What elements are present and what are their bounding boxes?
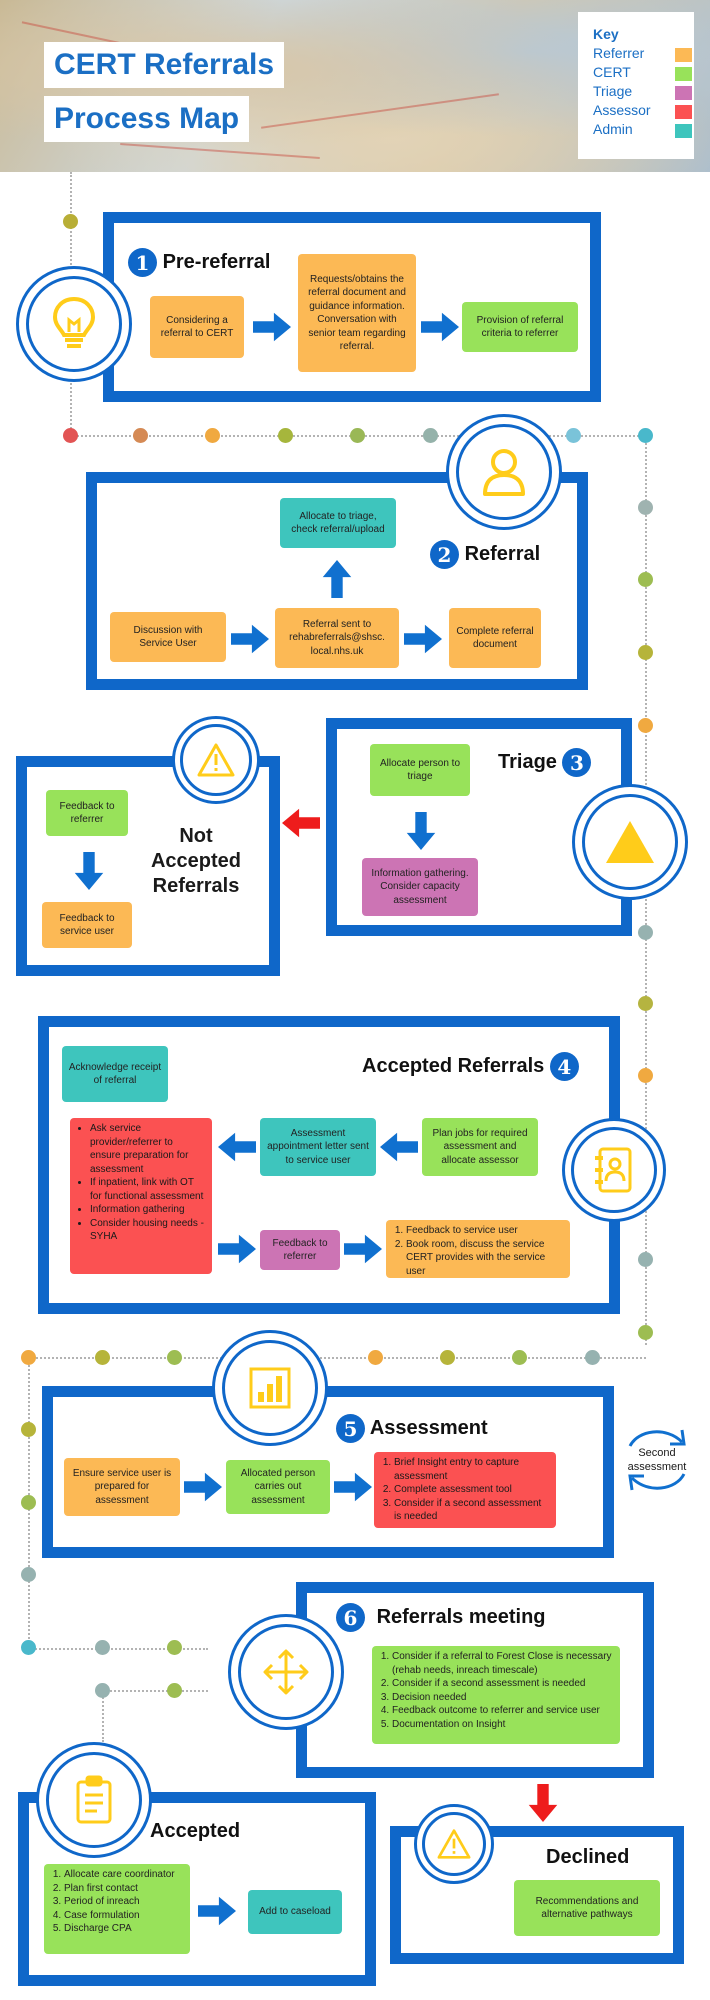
allocated-person-box: Allocated person carries out assessment xyxy=(226,1460,330,1514)
key-item-triage: Triage xyxy=(593,83,694,102)
arrow-right-icon xyxy=(184,1472,222,1502)
declined-icon-circle xyxy=(414,1804,494,1884)
accepted-title: Accepted xyxy=(150,1820,241,1842)
bar-chart-icon xyxy=(249,1367,291,1409)
person-icon xyxy=(483,449,525,496)
triage-title: Triage 3 xyxy=(498,748,592,777)
key-swatch-assessor xyxy=(675,105,692,119)
accepted-referrals-title: Accepted Referrals 4 xyxy=(362,1052,579,1081)
triage-icon xyxy=(606,821,654,863)
referral-title: 2 Referral xyxy=(430,540,540,569)
assessor-tasks-box: Ask service provider/referrer to ensure … xyxy=(70,1118,212,1274)
arrow-down-icon xyxy=(528,1784,558,1822)
arrow-left-icon xyxy=(218,1132,256,1162)
second-assessment-label: Second assessment xyxy=(627,1447,687,1473)
key-swatch-referrer xyxy=(675,48,692,62)
assessment-title: 5 Assessment xyxy=(336,1414,488,1443)
feedback-book-room-box: Feedback to service user Book room, disc… xyxy=(386,1220,570,1278)
not-accepted-icon-circle xyxy=(172,716,260,804)
complete-referral-box: Complete referral document xyxy=(449,608,541,668)
meeting-icon-circle xyxy=(228,1614,344,1730)
prereferral-icon-circle xyxy=(16,266,132,382)
key-swatch-admin xyxy=(675,124,692,138)
key-item-assessor: Assessor xyxy=(593,102,694,121)
plan-jobs-box: Plan jobs for required assessment and al… xyxy=(422,1118,538,1176)
arrow-right-icon xyxy=(253,312,291,342)
arrow-up-icon xyxy=(322,560,352,598)
feedback-referrer-box: Feedback to referrer xyxy=(46,790,128,836)
referral-icon-circle xyxy=(446,414,562,530)
arrow-right-icon xyxy=(404,624,442,654)
arrow-down-icon xyxy=(74,852,104,890)
header-map-background: CERT Referrals Process Map Key Referrer … xyxy=(0,0,710,172)
accepted-steps-box: Allocate care coordinator Plan first con… xyxy=(44,1864,190,1954)
discussion-service-user-box: Discussion with Service User xyxy=(110,612,226,662)
referral-sent-box: Referral sent to rehabreferrals@shsc. lo… xyxy=(275,608,399,668)
title-line-1: CERT Referrals xyxy=(44,42,285,88)
key-swatch-triage xyxy=(675,86,692,100)
requests-document-box: Requests/obtains the referral document a… xyxy=(298,254,416,372)
feedback-referrer-box: Feedback to referrer xyxy=(260,1230,340,1270)
not-accepted-title: Not Accepted Referrals xyxy=(150,825,242,897)
feedback-service-user-box: Feedback to service user xyxy=(42,902,132,948)
recommendations-box: Recommendations and alternative pathways xyxy=(514,1880,660,1936)
provision-criteria-box: Provision of referral criteria to referr… xyxy=(462,302,578,352)
lightbulb-icon xyxy=(52,296,96,348)
assessment-steps-box: Brief Insight entry to capture assessmen… xyxy=(374,1452,556,1528)
appointment-letter-box: Assessment appointment letter sent to se… xyxy=(260,1118,376,1176)
move-arrows-icon xyxy=(263,1649,309,1695)
title-line-2: Process Map xyxy=(44,96,250,142)
arrow-right-icon xyxy=(198,1896,236,1926)
warning-icon xyxy=(437,1829,471,1859)
declined-title: Declined xyxy=(546,1846,630,1868)
key-title: Key xyxy=(593,26,619,42)
arrow-right-icon xyxy=(421,312,459,342)
allocate-person-box: Allocate person to triage xyxy=(370,744,470,796)
meeting-steps-box: Consider if a referral to Forest Close i… xyxy=(372,1646,620,1744)
accepted-icon-circle xyxy=(36,1742,152,1858)
acknowledge-receipt-box: Acknowledge receipt of referral xyxy=(62,1046,168,1102)
address-book-icon xyxy=(595,1147,632,1193)
ensure-prepared-box: Ensure service user is prepared for asse… xyxy=(64,1458,180,1516)
prereferral-title: 1 Pre-referral xyxy=(128,248,270,277)
color-key: Key Referrer CERT Triage Assessor Admin xyxy=(578,12,694,159)
add-to-caseload-box: Add to caseload xyxy=(248,1890,342,1934)
key-item-cert: CERT xyxy=(593,64,694,83)
allocate-triage-box: Allocate to triage, check referral/uploa… xyxy=(280,498,396,548)
arrow-right-icon xyxy=(231,624,269,654)
considering-referral-box: Considering a referral to CERT xyxy=(150,296,244,358)
arrow-right-icon xyxy=(218,1234,256,1264)
accepted-referrals-icon-circle xyxy=(562,1118,666,1222)
arrow-right-icon xyxy=(334,1472,372,1502)
arrow-left-icon xyxy=(380,1132,418,1162)
arrow-left-icon xyxy=(282,808,320,838)
arrow-down-icon xyxy=(406,812,436,850)
clipboard-icon xyxy=(76,1775,112,1824)
warning-icon xyxy=(197,743,235,777)
key-item-referrer: Referrer xyxy=(593,45,694,64)
key-swatch-cert xyxy=(675,67,692,81)
meeting-title: 6 Referrals meeting xyxy=(336,1603,546,1632)
arrow-right-icon xyxy=(344,1234,382,1264)
information-gathering-box: Information gathering. Consider capacity… xyxy=(362,858,478,916)
triage-icon-circle xyxy=(572,784,688,900)
cycle-arrows-icon xyxy=(628,1429,686,1491)
key-item-admin: Admin xyxy=(593,121,694,140)
assessment-icon-circle xyxy=(212,1330,328,1446)
